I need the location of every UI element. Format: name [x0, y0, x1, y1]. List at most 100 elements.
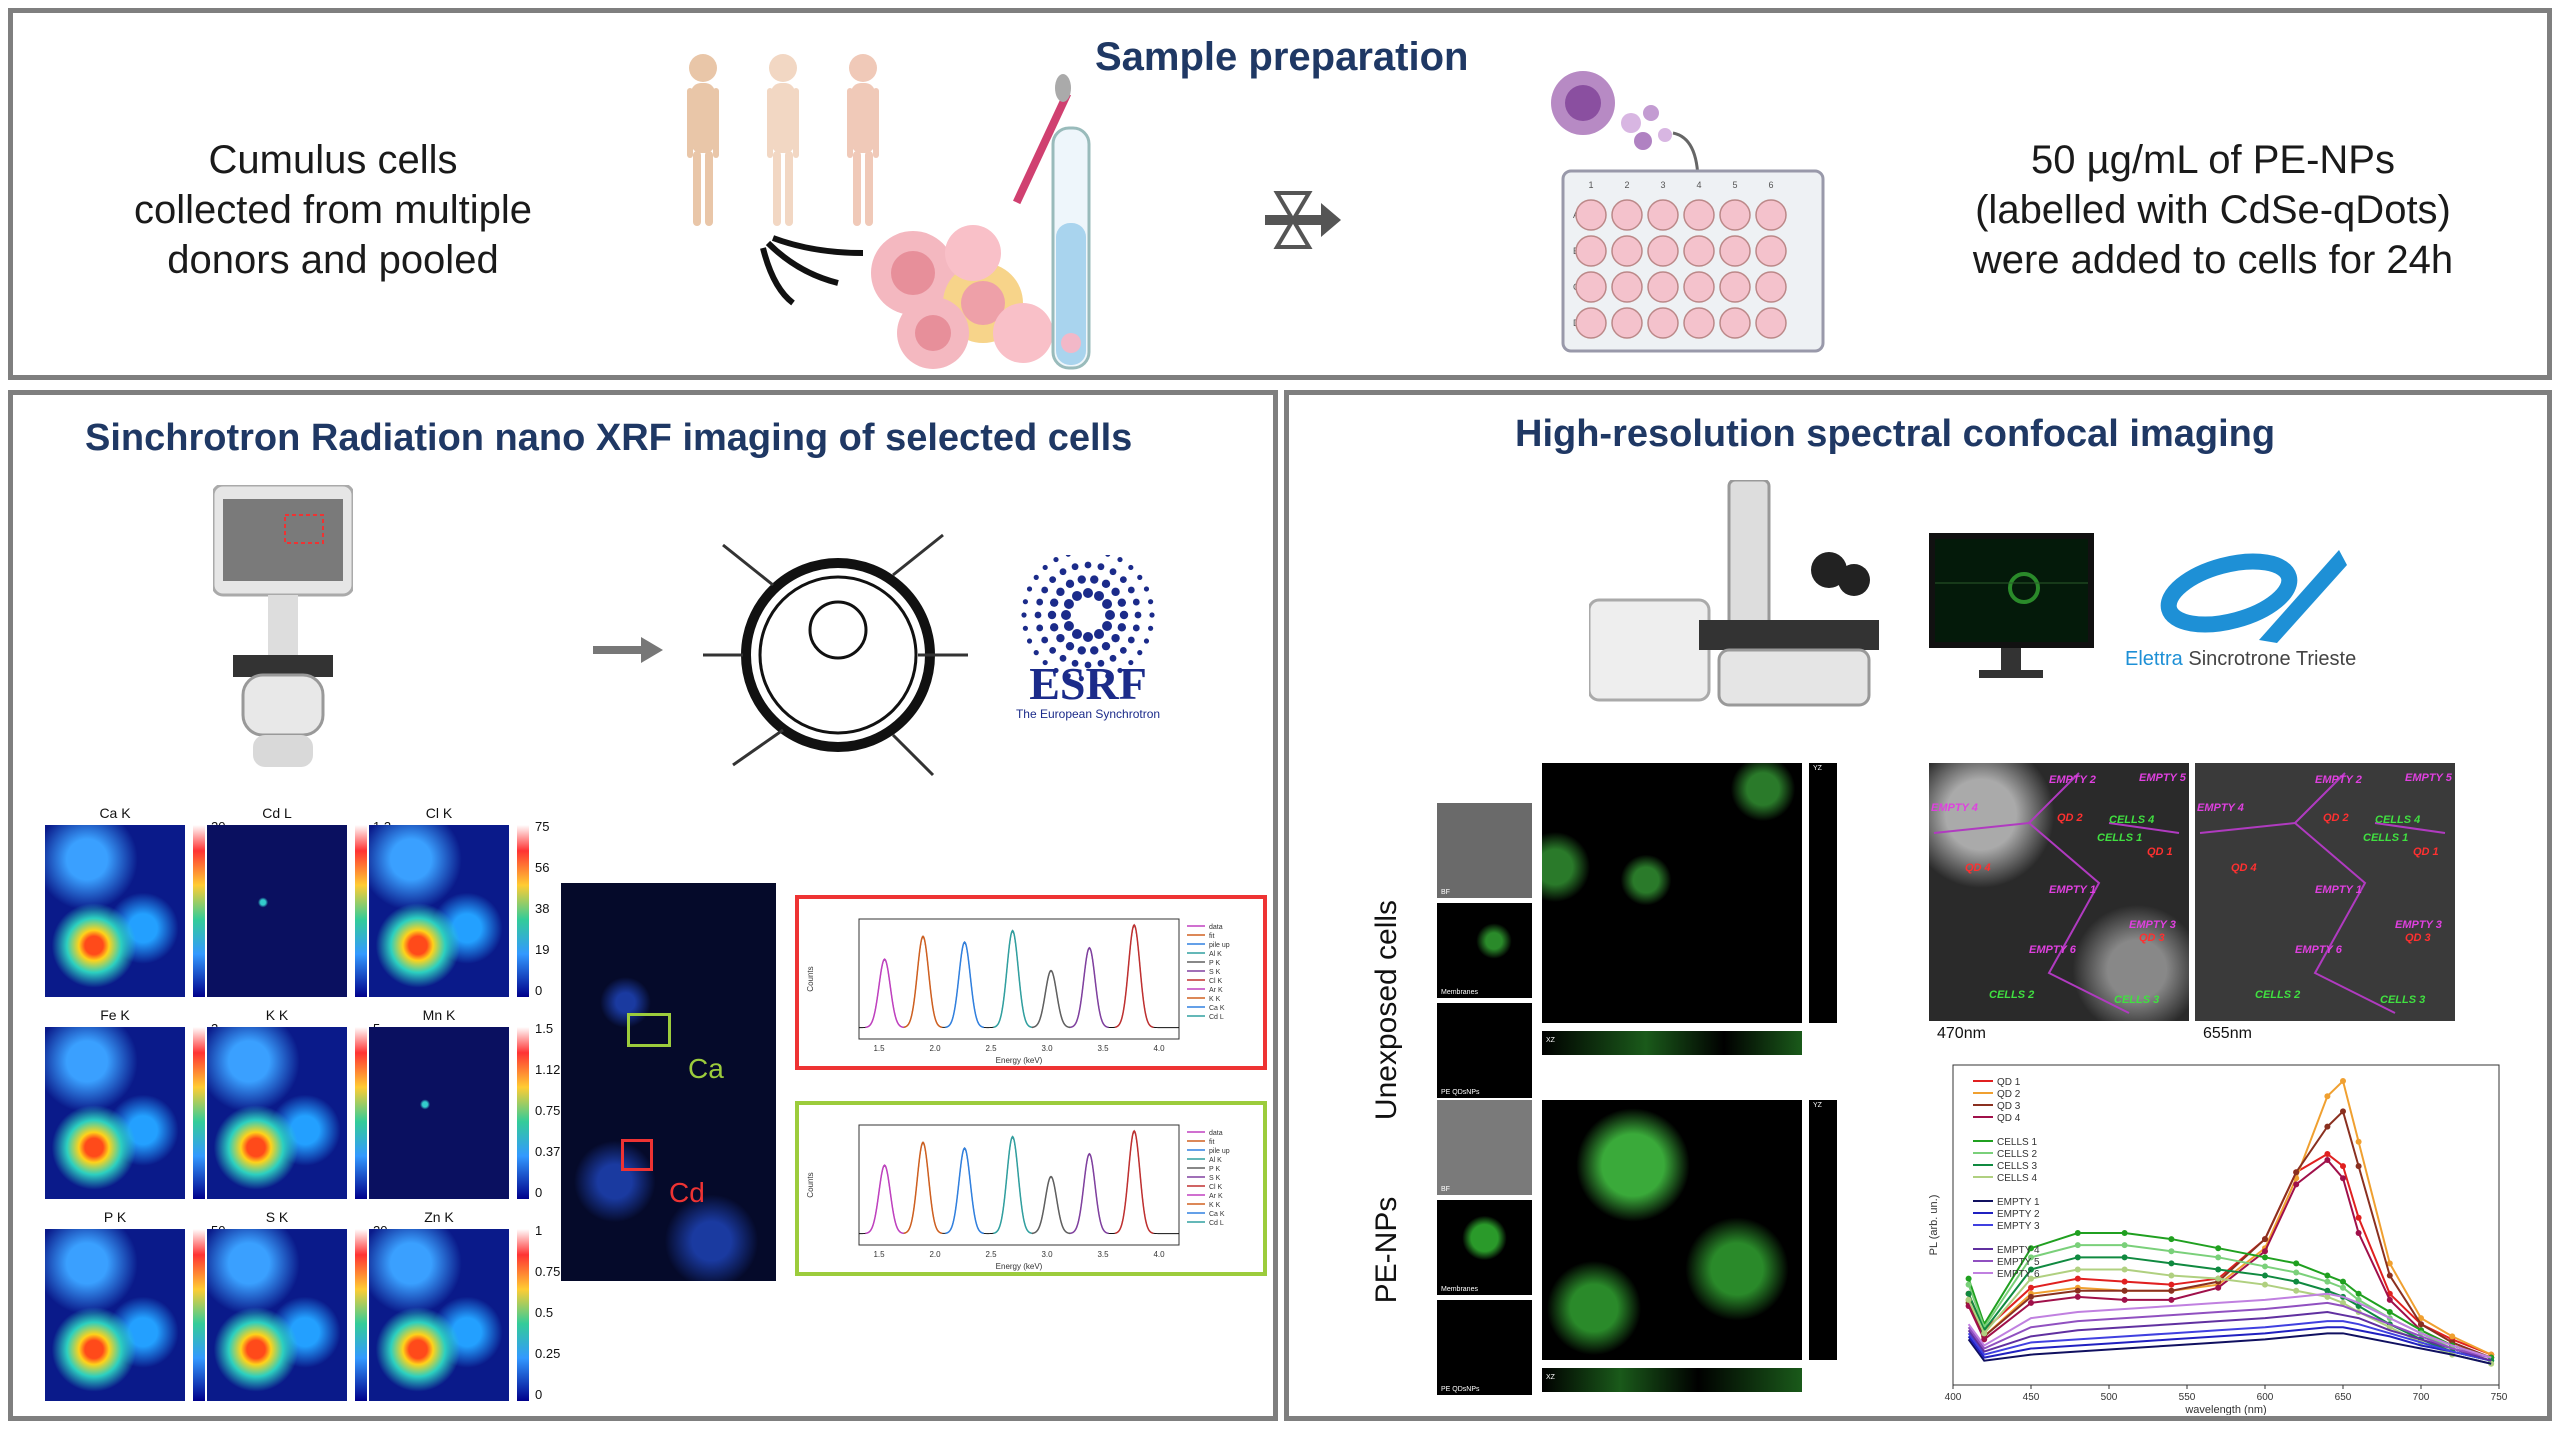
- region-label: EMPTY 1: [2315, 884, 2362, 896]
- spectrum-legend-entry: Cd L: [1209, 1220, 1224, 1227]
- spectrum-xlabel: Energy (keV): [996, 1262, 1043, 1271]
- series-point: [2168, 1272, 2175, 1279]
- plate-column-label: 6: [1768, 180, 1773, 190]
- series-point: [2028, 1299, 2034, 1306]
- x-tick-label: 750: [2491, 1392, 2508, 1403]
- colorbar-tick: 0.75: [535, 1264, 561, 1279]
- region-label: EMPTY 3: [2129, 919, 2176, 931]
- region-label: QD 4: [1965, 862, 1991, 874]
- region-label: EMPTY 2: [2049, 774, 2096, 786]
- spectrum-axes: [858, 918, 1180, 1040]
- plate-well: [1683, 307, 1715, 339]
- xrf-map-label: P K: [103, 1209, 127, 1225]
- legend-entry: CELLS 4: [1997, 1173, 2037, 1184]
- series-line: [1967, 1292, 2492, 1359]
- legend-entry: CELLS 2: [1997, 1149, 2037, 1160]
- series-point: [2293, 1169, 2300, 1176]
- plate-well: [1611, 307, 1643, 339]
- membranes-tile: Membranes: [1437, 1200, 1532, 1295]
- series-point: [2168, 1236, 2175, 1243]
- hourglass-arrow-icon: [1265, 191, 1341, 249]
- x-axis-label: wavelength (nm): [2184, 1404, 2266, 1415]
- esrf-dot: [1063, 599, 1074, 609]
- series-point: [1965, 1275, 1972, 1282]
- region-label: EMPTY 6: [2295, 944, 2343, 956]
- esrf-dot: [1149, 612, 1155, 618]
- series-point: [2293, 1181, 2300, 1188]
- colorbar-tick: 0.25: [535, 1346, 561, 1361]
- plate-column-label: 1: [1588, 180, 1593, 190]
- series-line: [1967, 1109, 2492, 1359]
- colorbar: [355, 1027, 367, 1199]
- spectrum-xlabel: Energy (keV): [996, 1056, 1043, 1065]
- esrf-dot: [1065, 579, 1075, 589]
- esrf-dot: [1132, 598, 1140, 606]
- plate-well: [1683, 271, 1715, 303]
- esrf-dot: [1078, 676, 1084, 682]
- esrf-dot: [1105, 555, 1111, 557]
- legend-entry: EMPTY 1: [1997, 1197, 2040, 1208]
- spectrum-legend-entry: S K: [1209, 969, 1221, 976]
- esrf-dot: [1041, 636, 1049, 644]
- esrf-dot: [1065, 673, 1071, 679]
- x-tick-label: 500: [2101, 1392, 2118, 1403]
- spectrum-fit-component: [903, 935, 943, 1029]
- region-outline: [2199, 772, 2446, 1014]
- series-line: [1967, 1326, 2492, 1362]
- spectrum-fit-component: [1114, 923, 1154, 1029]
- sample-preparation-panel: Sample preparation Cumulus cells collect…: [8, 8, 2552, 380]
- esrf-dot: [1072, 629, 1082, 640]
- spectrum-legend-entry: fit: [1209, 1139, 1215, 1146]
- bf-tile: BF: [1437, 1100, 1532, 1195]
- plate-well: [1755, 199, 1787, 231]
- colorbar-tick: 56: [535, 860, 550, 875]
- region-label: CELLS 2: [2255, 989, 2300, 1001]
- esrf-subtitle: The European Synchrotron: [1015, 707, 1161, 721]
- spectrum-legend-entry: Al K: [1209, 1157, 1222, 1164]
- region-label: EMPTY 4: [2197, 802, 2244, 814]
- xrf-map-label: Cl K: [425, 805, 453, 821]
- series-point: [2215, 1275, 2222, 1282]
- x-tick-label: 550: [2179, 1392, 2196, 1403]
- series-point: [2262, 1236, 2268, 1243]
- series-point: [2168, 1296, 2175, 1303]
- esrf-dot: [1111, 587, 1120, 597]
- spectrum-legend-entry: P K: [1209, 960, 1220, 967]
- region-label: EMPTY 5: [2139, 772, 2187, 784]
- roi-map-image: Ca Cd: [561, 883, 776, 1281]
- esrf-dot: [1097, 659, 1105, 667]
- xrf-map-image: [369, 825, 509, 997]
- series-point: [2340, 1163, 2346, 1170]
- region-label: CELLS 4: [2109, 814, 2154, 826]
- pe-qdsnps-tile: PE QDsNPs: [1437, 1300, 1532, 1395]
- series-point: [2293, 1287, 2300, 1294]
- region-label: CELLS 1: [2097, 832, 2142, 844]
- bf-tile: BF: [1437, 803, 1532, 898]
- spectrum-legend-entry: pile up: [1209, 942, 1230, 949]
- legend-entry: CELLS 1: [1997, 1137, 2037, 1148]
- plate-well: [1611, 199, 1643, 231]
- esrf-dot: [1056, 587, 1065, 597]
- esrf-dot: [1077, 575, 1086, 584]
- series-line: [1967, 1079, 2492, 1356]
- spectrum-fit-component: [865, 958, 904, 1029]
- esrf-dot: [1022, 599, 1028, 605]
- series-point: [2355, 1163, 2362, 1170]
- esrf-dot: [1094, 629, 1104, 640]
- series-point: [2355, 1290, 2362, 1297]
- xz-projection-unexposed: XZ: [1542, 1031, 1802, 1055]
- esrf-dot: [1065, 641, 1075, 651]
- series-line: [1967, 1301, 2492, 1359]
- esrf-dot: [1033, 574, 1039, 580]
- series-point: [2262, 1272, 2268, 1279]
- esrf-dot: [1063, 621, 1074, 631]
- colorbar-tick: 1.5: [535, 1021, 554, 1036]
- spectrum-legend-entry: Cd L: [1209, 1014, 1224, 1021]
- esrf-logo-text: ESRF: [1029, 658, 1147, 709]
- esrf-dot: [1083, 632, 1093, 642]
- series-line: [1967, 1256, 2492, 1362]
- region-label: EMPTY 3: [2395, 919, 2442, 931]
- esrf-dot: [1084, 561, 1092, 569]
- spectrum-legend-entry: Ca K: [1209, 1005, 1225, 1012]
- colorbar: [355, 825, 367, 997]
